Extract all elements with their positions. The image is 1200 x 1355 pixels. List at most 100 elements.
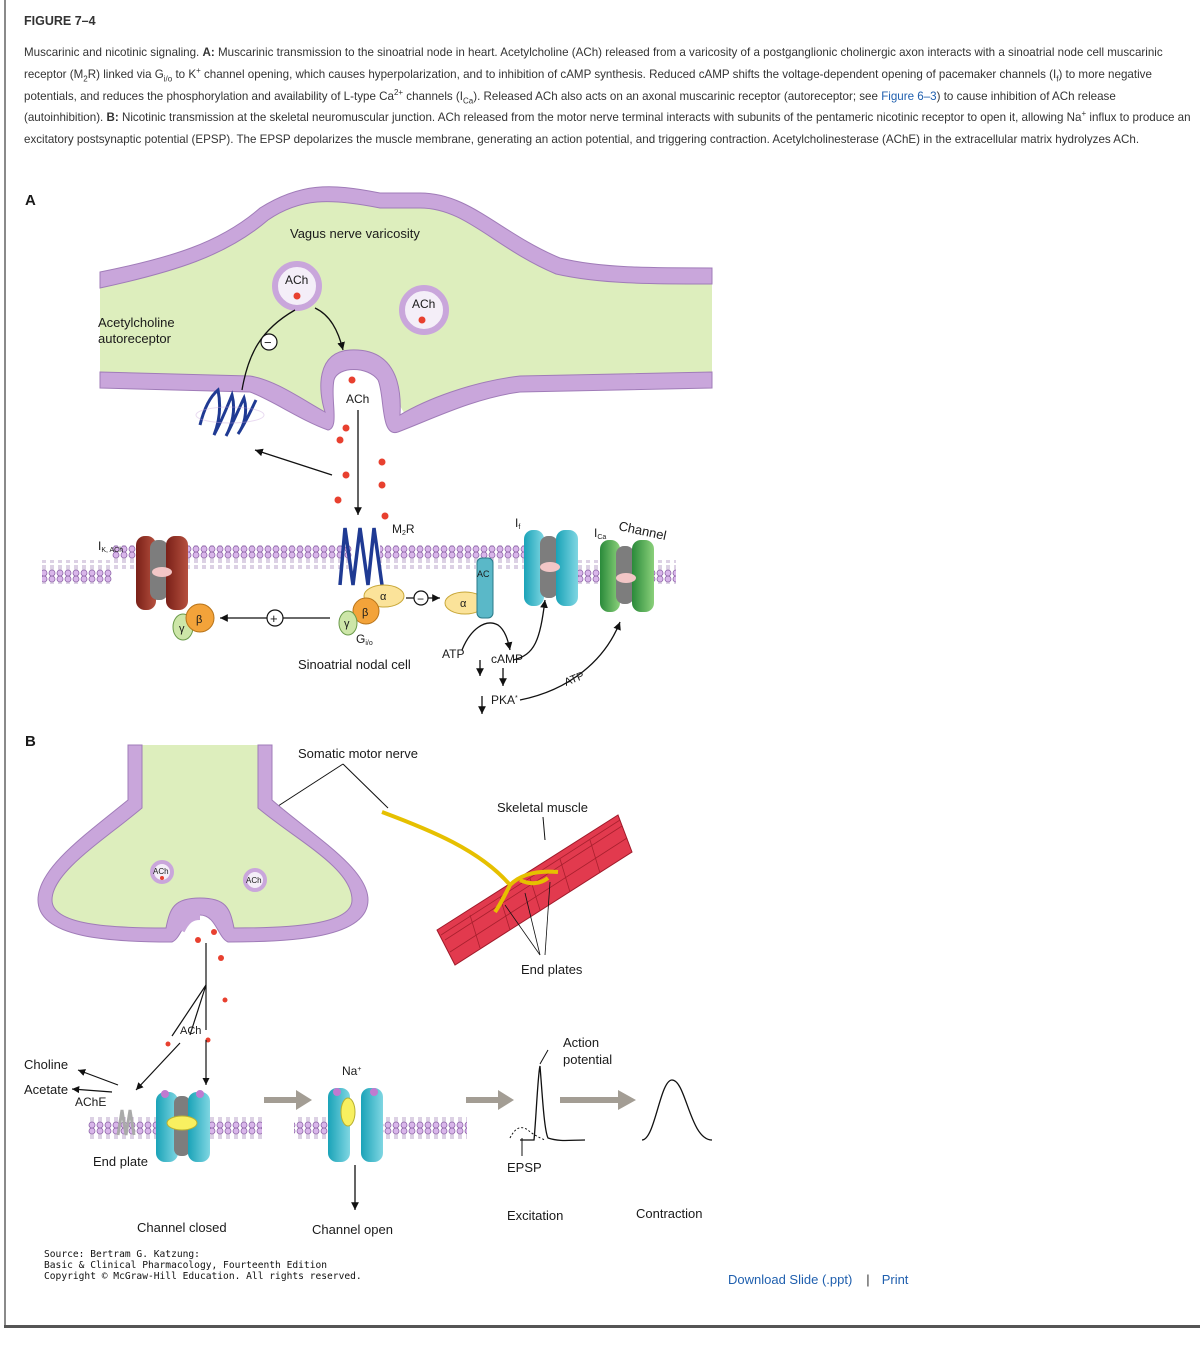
ik-ach-channel-icon	[136, 536, 188, 610]
print-link[interactable]: Print	[881, 1272, 909, 1287]
nerve-pointer-line	[274, 763, 344, 809]
if-channel-icon	[524, 530, 578, 606]
vesicle-ach-label: ACh	[412, 297, 435, 311]
motor-nerve-icon	[381, 810, 559, 914]
caption-text: ). Released ACh also acts on an axonal m…	[473, 89, 882, 103]
ache-label: AChE	[75, 1095, 106, 1109]
muscle-pointer	[542, 816, 546, 841]
figure-label: FIGURE 7–4	[24, 14, 96, 28]
caption-a-label: A:	[202, 46, 215, 59]
ac-label: AC	[477, 569, 490, 579]
caption-sub: Ca	[463, 95, 474, 105]
pka-to-ica-arrow	[519, 621, 621, 701]
caption-text: Nicotinic transmission at the skeletal n…	[118, 111, 1082, 125]
acetate-label: Acetate	[24, 1082, 68, 1097]
source-citation: Source: Bertram G. Katzung:Basic & Clini…	[44, 1249, 362, 1282]
nicotinic-receptor-closed-icon	[156, 1090, 210, 1162]
action-potential-label-1: Action	[563, 1035, 599, 1050]
m2-receptor-icon	[338, 527, 384, 586]
caption-text: ) to cause inhibition of ACh release (au…	[24, 89, 1116, 125]
minus-sign: −	[417, 592, 424, 606]
process-arrow	[560, 1090, 636, 1110]
caption-sub: f	[1056, 74, 1059, 84]
adenylyl-cyclase-icon	[476, 557, 494, 619]
contraction-trace	[641, 1079, 713, 1141]
ik-ach-label: IK, ACh	[98, 539, 123, 554]
gio-protein-icon: α β γ	[338, 584, 405, 636]
caption-sub: 2	[83, 74, 88, 84]
choline-label: Choline	[24, 1057, 68, 1072]
source-line: Source: Bertram G. Katzung:	[44, 1249, 200, 1260]
panel-a-letter: A	[25, 192, 36, 209]
end-plate-membrane	[383, 1115, 467, 1139]
caption-text: R) linked via G	[87, 67, 164, 81]
vesicle-ach-label: ACh	[246, 876, 262, 885]
minus-sign: −	[264, 335, 272, 350]
channel-closed-label: Channel closed	[137, 1220, 227, 1235]
ap-pointer	[539, 1049, 549, 1065]
download-slide-link[interactable]: Download Slide (.ppt)	[728, 1272, 853, 1287]
end-plate-pointers	[504, 881, 551, 956]
na-label: Na+	[342, 1064, 361, 1078]
nerve-pointer-line	[342, 763, 389, 809]
vesicle-ach-label: ACh	[285, 273, 308, 287]
caption-text: to K	[172, 67, 197, 81]
left-border	[4, 0, 6, 1325]
gio-label: Gi/o	[356, 632, 373, 647]
alpha-label: α	[380, 591, 387, 603]
alpha-label: α	[460, 598, 467, 610]
process-arrow	[466, 1090, 514, 1110]
epsp-label: EPSP	[507, 1160, 542, 1175]
camp-label: cAMP	[491, 652, 523, 666]
autoreceptor-label-2: autoreceptor	[98, 331, 172, 346]
ache-enzyme-icon	[116, 1109, 136, 1136]
caption-b-label: B:	[106, 111, 119, 125]
action-potential-label-2: potential	[563, 1052, 612, 1067]
autoinhibition-path	[241, 309, 296, 391]
caption-text: influx to produce an excitatory postsyna…	[24, 111, 1191, 147]
vagus-nerve-label: Vagus nerve varicosity	[290, 226, 420, 241]
source-line: Basic & Clinical Pharmacology, Fourteent…	[44, 1260, 328, 1271]
contraction-label: Contraction	[636, 1206, 702, 1221]
m2r-label: M2R	[392, 522, 415, 537]
atp-label-2: ATP	[563, 670, 587, 689]
ach-molecules	[165, 929, 228, 1047]
caption-text: ) to more negative potentials, and reduc…	[24, 67, 1152, 103]
sa-nodal-cell-label: Sinoatrial nodal cell	[298, 657, 411, 672]
bottom-border	[4, 1325, 1200, 1328]
ach-vesicle: ACh	[399, 285, 449, 335]
pka-label: PKA*	[491, 693, 518, 707]
camp-to-if-arrow	[512, 599, 548, 661]
choline-arrow	[77, 1069, 119, 1086]
beta-label: β	[362, 607, 368, 619]
somatic-motor-nerve-label: Somatic motor nerve	[298, 746, 418, 761]
action-potential-trace	[520, 1065, 586, 1142]
atp-label: ATP	[442, 647, 464, 661]
atp-to-camp-arrow	[461, 622, 513, 651]
caption-intro: Muscarinic and nicotinic signaling.	[24, 46, 203, 59]
caption-sub: i/o	[163, 74, 173, 84]
ach-label: ACh	[180, 1025, 201, 1037]
vesicle-fusion-arrow	[314, 307, 345, 351]
g-beta-gamma-icon: γ β	[172, 603, 215, 641]
vesicle-ach-label: ACh	[153, 867, 169, 876]
end-plates-label: End plates	[521, 962, 583, 977]
gamma-label: γ	[179, 623, 185, 635]
released-ach-label: ACh	[346, 392, 369, 406]
caption-text: channels (I	[403, 89, 464, 103]
epsp-trace	[509, 1127, 546, 1141]
ach-molecules	[334, 424, 389, 520]
acetate-arrow	[71, 1085, 113, 1094]
caption-sup: +	[196, 65, 201, 75]
autoreceptor-icon	[195, 387, 265, 437]
caption-sup: 2+	[393, 87, 404, 97]
ach-vesicle: ACh	[150, 860, 174, 884]
channel-open-label: Channel open	[312, 1222, 393, 1237]
ach-to-ache-arrow	[135, 1042, 181, 1091]
ach-molecule	[348, 376, 356, 384]
end-plate-membrane	[294, 1115, 330, 1139]
ica-label: ICa	[594, 526, 606, 541]
plus-icon	[266, 609, 284, 627]
sa-membrane-left	[42, 560, 112, 584]
figure-link[interactable]: Figure 6–3	[881, 89, 937, 103]
